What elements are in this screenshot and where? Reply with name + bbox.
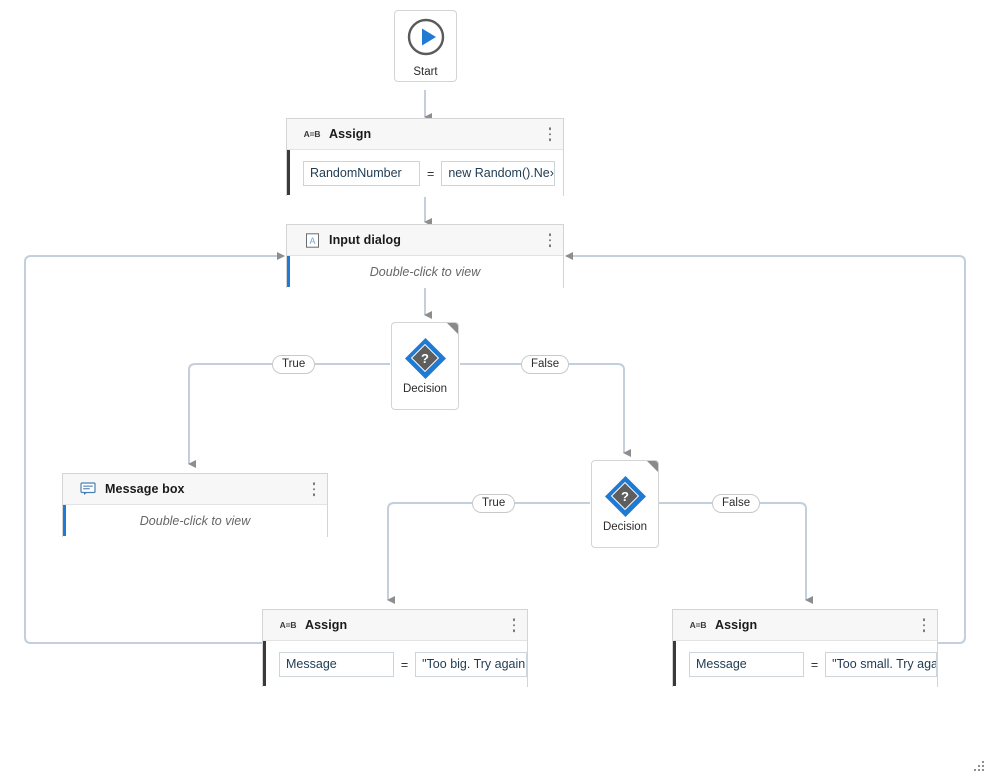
- node-hint: Double-click to view: [139, 514, 251, 528]
- node-start[interactable]: Start: [394, 10, 457, 82]
- corner-marker-icon: [647, 461, 658, 472]
- node-message-box[interactable]: Message box Double-click to view: [62, 473, 328, 537]
- node-title: Assign: [305, 618, 348, 632]
- node-decision-1[interactable]: ? Decision: [391, 322, 459, 410]
- node-decision-2[interactable]: ? Decision: [591, 460, 659, 548]
- decision-question-icon: ?: [404, 337, 446, 379]
- node-assign-random-number[interactable]: A=B Assign RandomNumber = new Random().N…: [286, 118, 564, 197]
- branch-label-decision-2-false[interactable]: False: [712, 494, 761, 513]
- node-header[interactable]: A=B Assign: [263, 610, 527, 641]
- assign-value-field[interactable]: "Too small. Try aga: [825, 652, 937, 677]
- branch-label-decision-2-true[interactable]: True: [472, 494, 516, 513]
- node-header[interactable]: A=B Assign: [287, 119, 563, 150]
- node-accent-bar: [63, 474, 66, 536]
- a-equals-b-icon: A=B: [279, 620, 297, 630]
- node-body: RandomNumber = new Random().Ne›: [287, 150, 563, 197]
- kebab-menu-icon[interactable]: [548, 127, 551, 141]
- resize-grip-icon[interactable]: [972, 761, 984, 773]
- corner-marker-icon: [447, 323, 458, 334]
- assign-operator: =: [427, 166, 435, 181]
- kebab-menu-icon[interactable]: [512, 618, 515, 632]
- node-hint: Double-click to view: [369, 265, 481, 279]
- input-dialog-icon: A: [303, 231, 321, 249]
- branch-label-decision-1-true[interactable]: True: [272, 355, 316, 374]
- assign-target-field[interactable]: Message: [279, 652, 394, 677]
- a-equals-b-icon: A=B: [303, 129, 321, 139]
- node-title: Message box: [105, 482, 185, 496]
- node-assign-too-small[interactable]: A=B Assign Message = "Too small. Try aga: [672, 609, 938, 688]
- branch-label-decision-1-false[interactable]: False: [521, 355, 570, 374]
- node-body: Double-click to view: [63, 505, 327, 537]
- node-start-label: Start: [413, 65, 438, 78]
- kebab-menu-icon[interactable]: [922, 618, 925, 632]
- node-accent-bar: [287, 225, 290, 287]
- node-body: Message = "Too big. Try again: [263, 641, 527, 688]
- node-input-dialog[interactable]: A Input dialog Double-click to view: [286, 224, 564, 288]
- node-accent-bar: [263, 610, 266, 686]
- node-body: Message = "Too small. Try aga: [673, 641, 937, 688]
- decision-question-icon: ?: [604, 475, 646, 517]
- assign-value-field[interactable]: new Random().Ne›: [441, 161, 556, 186]
- node-body: Double-click to view: [287, 256, 563, 288]
- svg-text:A: A: [309, 236, 315, 246]
- kebab-menu-icon[interactable]: [548, 233, 551, 247]
- assign-value-field[interactable]: "Too big. Try again: [415, 652, 527, 677]
- node-header[interactable]: A Input dialog: [287, 225, 563, 256]
- node-accent-bar: [287, 119, 290, 195]
- node-accent-bar: [673, 610, 676, 686]
- a-equals-b-icon: A=B: [689, 620, 707, 630]
- assign-target-field[interactable]: RandomNumber: [303, 161, 420, 186]
- kebab-menu-icon[interactable]: [312, 482, 315, 496]
- assign-target-field[interactable]: Message: [689, 652, 804, 677]
- node-title: Assign: [329, 127, 372, 141]
- assign-operator: =: [400, 657, 409, 672]
- node-title: Assign: [715, 618, 758, 632]
- play-circle-icon: [404, 15, 448, 64]
- node-decision-1-label: Decision: [402, 383, 448, 395]
- node-header[interactable]: Message box: [63, 474, 327, 505]
- node-assign-too-big[interactable]: A=B Assign Message = "Too big. Try again: [262, 609, 528, 688]
- message-bubble-icon: [79, 480, 97, 498]
- node-title: Input dialog: [329, 233, 402, 247]
- node-header[interactable]: A=B Assign: [673, 610, 937, 641]
- node-decision-2-label: Decision: [602, 521, 648, 533]
- assign-operator: =: [810, 657, 819, 672]
